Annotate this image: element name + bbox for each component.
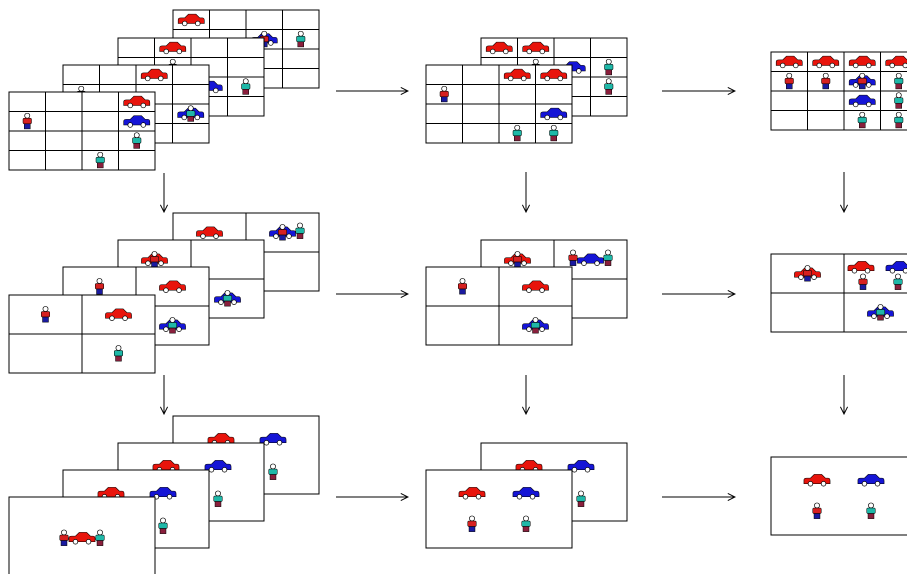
frame-1x1 xyxy=(425,469,573,549)
frame-1x1 xyxy=(8,496,156,574)
frame-border xyxy=(425,469,573,549)
frame-4x4 xyxy=(425,64,573,144)
frame-4x4 xyxy=(770,51,907,131)
frame-border xyxy=(770,456,907,536)
frame-4x4 xyxy=(8,91,156,171)
frame-2x2 xyxy=(425,266,573,346)
frame-2x2 xyxy=(770,253,907,333)
frame-2x2 xyxy=(8,294,156,374)
frame-1x1 xyxy=(770,456,907,536)
